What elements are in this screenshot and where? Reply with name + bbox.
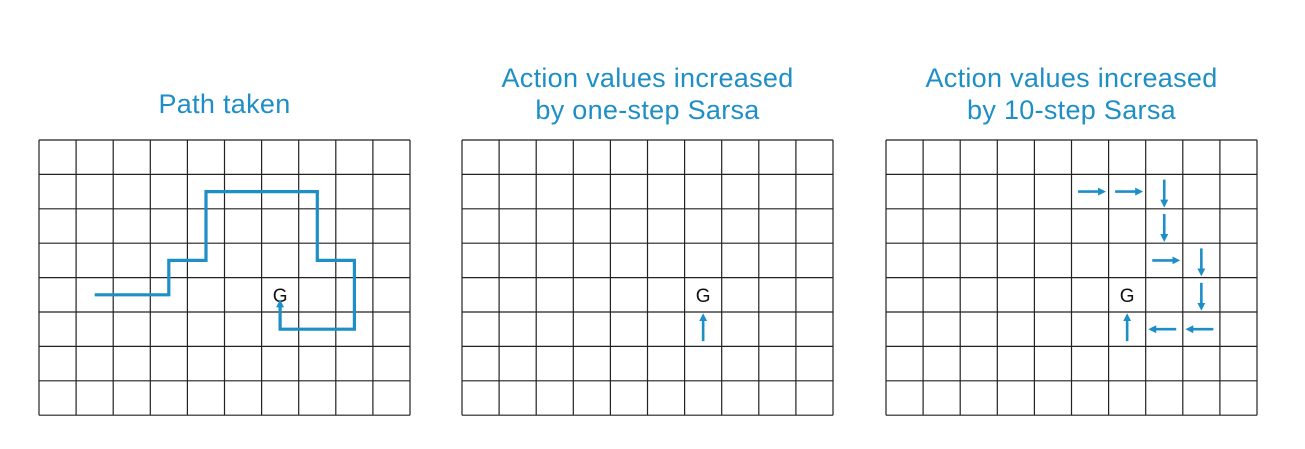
ten-step-sarsa-title-line-1: Action values increased xyxy=(925,63,1218,93)
ten-step-sarsa-title: Action values increased by 10-step Sarsa xyxy=(886,62,1257,126)
grid-lines xyxy=(885,139,1258,416)
path-taken-panel: G xyxy=(38,139,411,416)
grid-lines xyxy=(461,139,834,416)
ten-step-sarsa-panel: G xyxy=(885,139,1258,416)
path-line xyxy=(94,190,356,331)
one-step-sarsa-panel: G xyxy=(461,139,834,416)
one-step-sarsa-title-line-1: Action values increased xyxy=(501,63,794,93)
ten-step-sarsa-title-line-2: by 10-step Sarsa xyxy=(967,95,1176,125)
one-step-sarsa-title-line-2: by one-step Sarsa xyxy=(535,95,760,125)
one-step-sarsa-title: Action values increased by one-step Sars… xyxy=(462,62,833,126)
grid-lines xyxy=(38,139,411,416)
path-taken-title-line-1: Path taken xyxy=(158,89,291,119)
path-taken-title: Path taken xyxy=(39,88,410,120)
goal-label: G xyxy=(696,286,711,307)
goal-label: G xyxy=(1120,286,1135,307)
